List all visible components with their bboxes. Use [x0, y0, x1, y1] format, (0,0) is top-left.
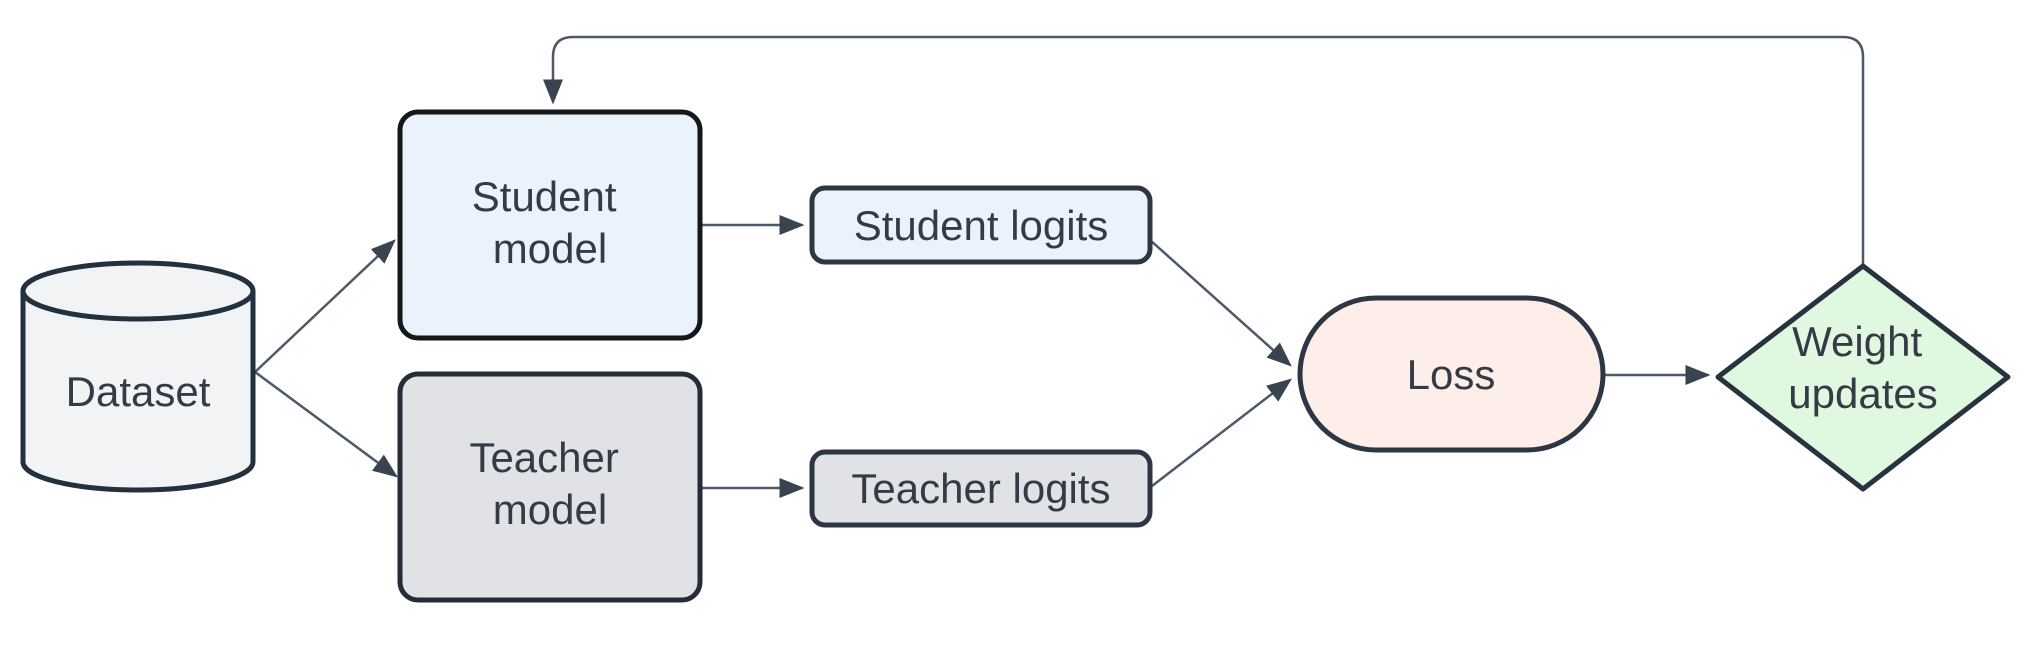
- student-model-label: Student model: [472, 173, 628, 272]
- weight-updates-diamond: [1715, 263, 2011, 492]
- student-logits-box: [809, 185, 1153, 265]
- teacher-logits-box: [809, 449, 1153, 528]
- teacher-logits-label: Teacher logits: [851, 465, 1110, 512]
- student-model-box: [397, 109, 703, 341]
- node-teacher-logits: Teacher logits: [809, 449, 1153, 528]
- node-student-model: Student model: [397, 109, 703, 341]
- teacher-model-label: Teacher model: [469, 434, 630, 533]
- edge-dataset-to-teacher-model: [254, 370, 399, 478]
- dataset-cylinder-body: [20, 291, 256, 493]
- loss-label: Loss: [1407, 351, 1496, 398]
- student-model-label-line2: model: [493, 225, 607, 272]
- edge-teacher-logits-to-loss: [1151, 378, 1292, 487]
- node-student-logits: Student logits: [809, 185, 1153, 265]
- student-model-label-line1: Student: [472, 173, 617, 220]
- teacher-model-label-line2: model: [493, 486, 607, 533]
- weight-updates-label-line2: updates: [1788, 370, 1937, 417]
- dataset-label: Dataset: [66, 368, 211, 415]
- edge-dataset-to-student-model: [254, 239, 396, 373]
- student-logits-label: Student logits: [854, 202, 1109, 249]
- teacher-model-box: [397, 371, 703, 603]
- weight-updates-label-line1: Weight: [1792, 318, 1922, 365]
- edge-weight-updates-to-student-model-feedback: [543, 35, 1865, 268]
- weight-updates-label: Weight updates: [1788, 318, 1937, 417]
- edge-student-logits-to-loss: [1149, 239, 1292, 367]
- loss-stadium: [1297, 295, 1606, 453]
- node-weight-updates: Weight updates: [1715, 263, 2011, 492]
- node-teacher-model: Teacher model: [397, 371, 703, 603]
- edges-layer: [254, 35, 1865, 498]
- node-loss: Loss: [1297, 295, 1606, 453]
- dataset-cylinder-top: [20, 260, 256, 322]
- teacher-model-label-line1: Teacher: [469, 434, 618, 481]
- node-dataset: Dataset: [20, 260, 256, 493]
